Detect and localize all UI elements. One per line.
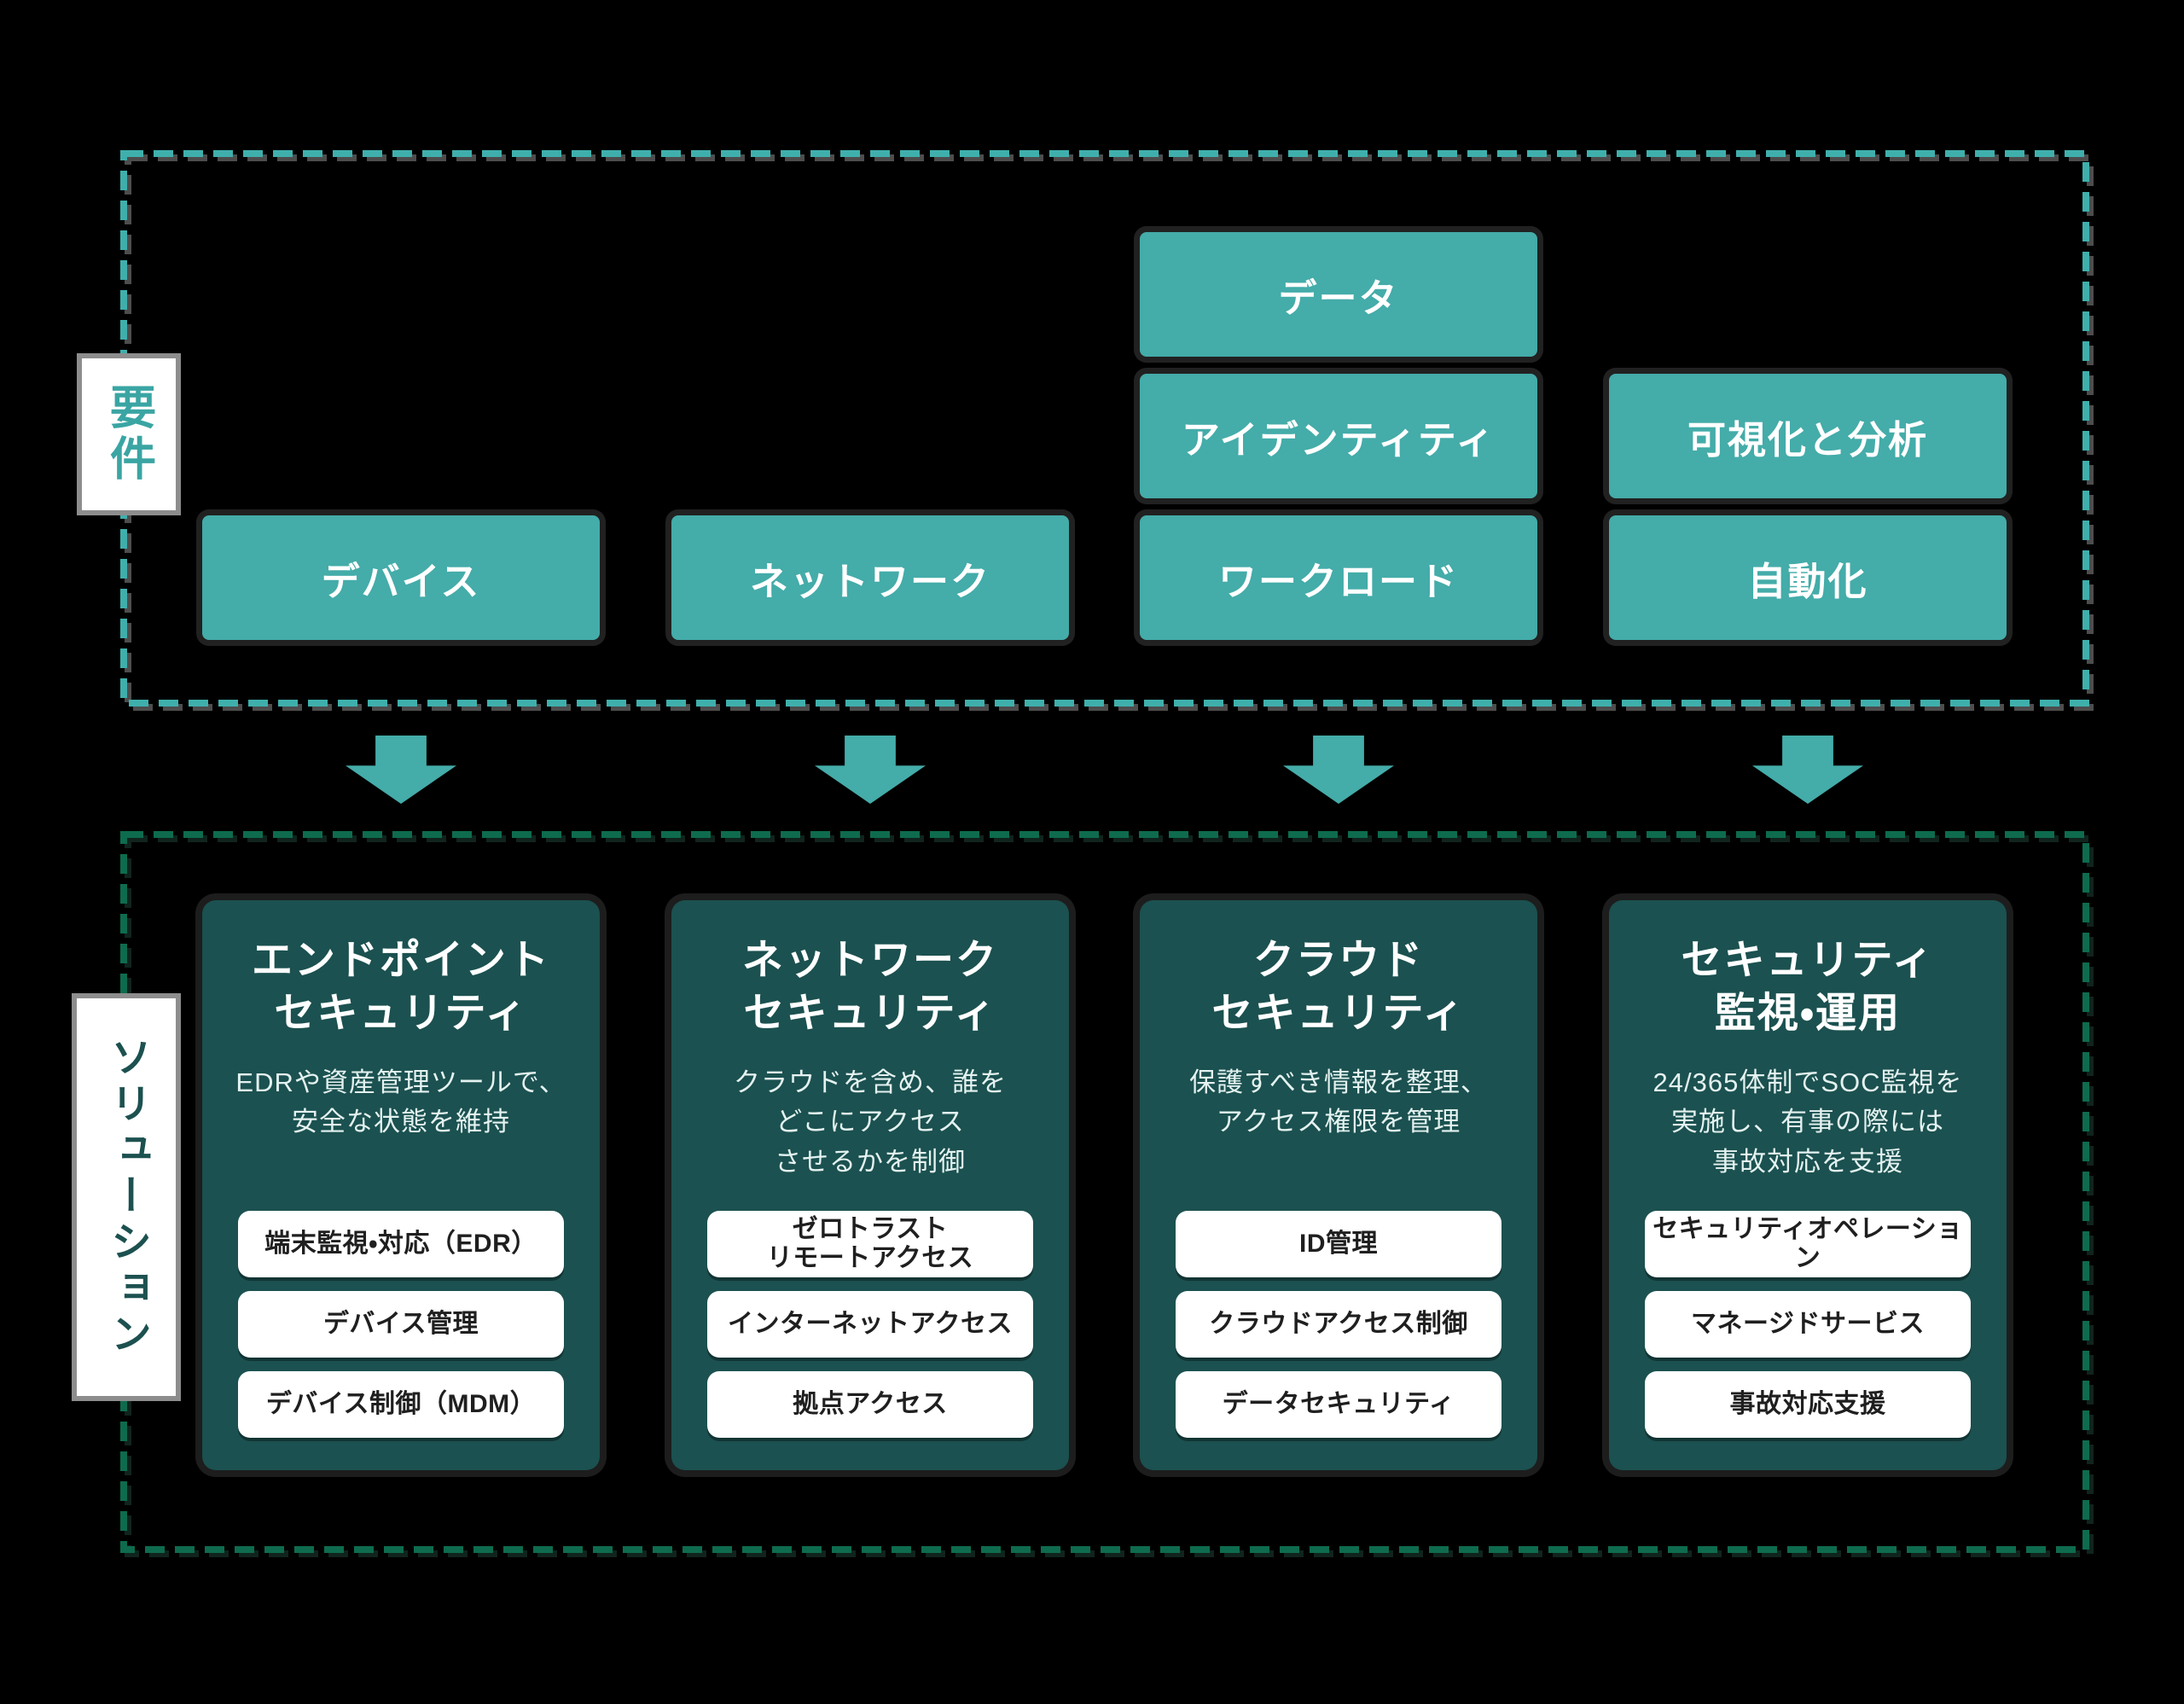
solution-card-title: セキュリティ 監視・運用 [1681, 938, 1935, 1037]
requirements-section-label: 要件 [82, 358, 176, 510]
requirement-box-label: 自動化 [1747, 559, 1868, 603]
solution-card-title: エンドポイント セキュリティ [251, 938, 550, 1037]
solution-item: ID管理 [1176, 1211, 1502, 1277]
solution-item: デバイス制御（MDM） [238, 1371, 564, 1438]
requirement-box-identity: アイデンティティ [1140, 374, 1537, 498]
solutions-section-label: ソリューション [77, 998, 176, 1396]
solution-card-description: EDRや資産管理ツールで、 安全な状態を維持 [235, 1067, 566, 1137]
solution-card-security-monitoring-operations: セキュリティ 監視・運用 24/365体制でSOC監視を 実施し、有事の際には … [1609, 900, 2007, 1470]
solution-card-endpoint-security: エンドポイント セキュリティ EDRや資産管理ツールで、 安全な状態を維持 端末… [202, 900, 600, 1470]
requirement-box-device: デバイス [202, 515, 600, 640]
solution-item: インターネットアクセス [707, 1291, 1033, 1358]
requirement-box-label: データ [1278, 276, 1399, 320]
requirements-section-label-text: 要件 [102, 383, 154, 486]
solution-card-items: ID管理 クラウドアクセス制御 データセキュリティ [1176, 1211, 1502, 1438]
down-arrow-icon [1752, 736, 1863, 804]
requirement-box-label: デバイス [321, 559, 481, 603]
solution-card-title: クラウド セキュリティ [1211, 938, 1466, 1037]
solution-item: 拠点アクセス [707, 1371, 1033, 1438]
down-arrow-icon [815, 736, 926, 804]
solutions-section-label-text: ソリューション [104, 1036, 149, 1358]
solution-item: クラウドアクセス制御 [1176, 1291, 1502, 1358]
requirement-box-workload: ワークロード [1140, 515, 1537, 640]
solution-card-title: ネットワーク セキュリティ [741, 938, 998, 1037]
solution-card-cloud-security: クラウド セキュリティ 保護すべき情報を整理、 アクセス権限を管理 ID管理 ク… [1140, 900, 1537, 1470]
requirement-box-label: ネットワーク [749, 559, 990, 603]
solution-card-network-security: ネットワーク セキュリティ クラウドを含め、誰を どこにアクセス させるかを制御… [671, 900, 1069, 1470]
solution-item: デバイス管理 [238, 1291, 564, 1358]
solution-item: 端末監視・対応（EDR） [238, 1211, 564, 1277]
requirement-box-label: アイデンティティ [1181, 417, 1496, 462]
solution-item: セキュリティオペレーション [1645, 1211, 1971, 1277]
solution-card-items: 端末監視・対応（EDR） デバイス管理 デバイス制御（MDM） [238, 1211, 564, 1438]
down-arrow-icon [346, 736, 456, 804]
solution-card-description: 24/365体制でSOC監視を 実施し、有事の際には 事故対応を支援 [1653, 1067, 1963, 1177]
requirement-box-label: ワークロード [1217, 559, 1459, 603]
solution-card-items: セキュリティオペレーション マネージドサービス 事故対応支援 [1645, 1211, 1971, 1438]
requirement-box-visualization-analytics: 可視化と分析 [1609, 374, 2007, 498]
down-arrow-icon [1283, 736, 1394, 804]
requirement-box-automation: 自動化 [1609, 515, 2007, 640]
solution-card-description: 保護すべき情報を整理、 アクセス権限を管理 [1189, 1067, 1488, 1137]
solution-card-items: ゼロトラスト リモートアクセス インターネットアクセス 拠点アクセス [707, 1211, 1033, 1438]
requirement-box-network: ネットワーク [671, 515, 1069, 640]
solution-card-description: クラウドを含め、誰を どこにアクセス させるかを制御 [734, 1067, 1007, 1177]
solution-item: データセキュリティ [1176, 1371, 1502, 1438]
solution-item: マネージドサービス [1645, 1291, 1971, 1358]
solution-item: 事故対応支援 [1645, 1371, 1971, 1438]
solution-item: ゼロトラスト リモートアクセス [707, 1211, 1033, 1277]
requirement-box-data: データ [1140, 232, 1537, 357]
requirement-box-label: 可視化と分析 [1687, 417, 1928, 462]
